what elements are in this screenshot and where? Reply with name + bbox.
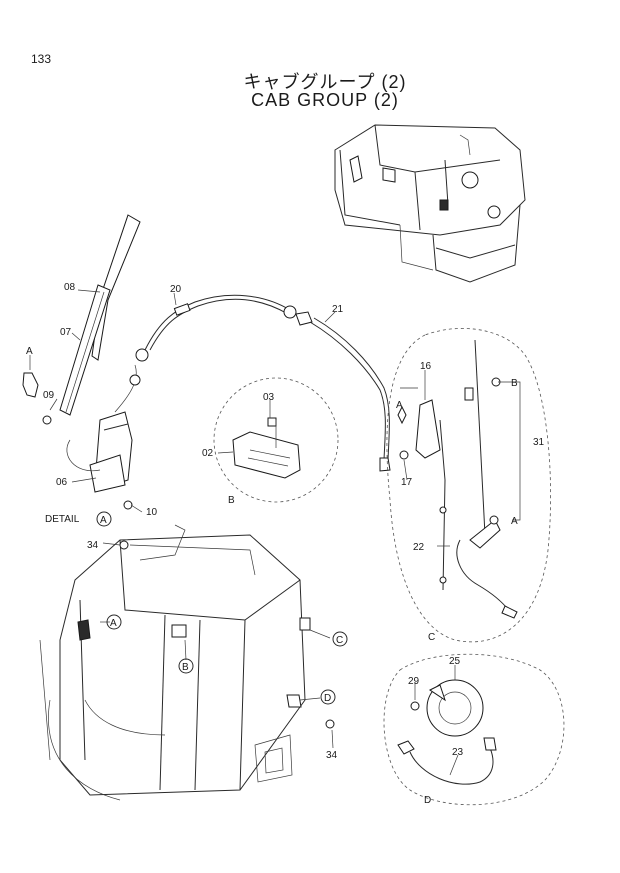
part-label: 17 bbox=[401, 477, 413, 488]
part-label: 09 bbox=[43, 390, 55, 401]
detail-c-view bbox=[386, 328, 551, 643]
arrow-label: A bbox=[396, 400, 403, 411]
part-label: 07 bbox=[60, 327, 72, 338]
part-labels: 08 07 20 21 A 09 06 10 03 02 B 16 A 17 2… bbox=[26, 282, 545, 806]
part-label: 34 bbox=[326, 750, 338, 761]
cab-body-illustration bbox=[39, 524, 335, 801]
circle-letter: C bbox=[336, 635, 343, 646]
part-label: 21 bbox=[332, 304, 344, 315]
part-label: 34 bbox=[87, 540, 99, 551]
view-label: D bbox=[424, 795, 431, 806]
cab-rear-illustration bbox=[334, 124, 526, 283]
part-label: 20 bbox=[170, 284, 182, 295]
part-label: 31 bbox=[533, 437, 545, 448]
detail-d-view bbox=[383, 653, 565, 806]
part-label: 16 bbox=[420, 361, 432, 372]
detail-b-view bbox=[213, 377, 339, 503]
part-label: 02 bbox=[202, 448, 214, 459]
circle-letter: B bbox=[182, 662, 189, 673]
part-label: 08 bbox=[64, 282, 76, 293]
part-label: 10 bbox=[146, 507, 158, 518]
arrow-label: A bbox=[511, 516, 518, 527]
arrow-label: B bbox=[511, 378, 518, 389]
page-title: CAB GROUP (2) bbox=[251, 90, 399, 110]
cable-harness bbox=[144, 294, 391, 472]
part-label: 29 bbox=[408, 676, 420, 687]
view-label: C bbox=[428, 632, 435, 643]
circle-letter: A bbox=[100, 515, 107, 526]
page-title-japanese: キャブグループ (2) bbox=[243, 72, 407, 92]
part-label: 25 bbox=[449, 656, 461, 667]
circle-letter: D bbox=[324, 693, 331, 704]
wiper-assembly bbox=[22, 214, 149, 510]
detail-label: DETAIL bbox=[45, 514, 80, 525]
leader-lines bbox=[29, 289, 521, 776]
view-label: B bbox=[228, 495, 235, 506]
part-label: 22 bbox=[413, 542, 425, 553]
circle-letter: A bbox=[110, 618, 117, 629]
reference-circles: A A B C D bbox=[96, 511, 348, 705]
part-label: 03 bbox=[263, 392, 275, 403]
arrow-label: A bbox=[26, 346, 33, 357]
part-label: 23 bbox=[452, 747, 464, 758]
part-label: 06 bbox=[56, 477, 68, 488]
page-number: 133 bbox=[31, 52, 52, 66]
